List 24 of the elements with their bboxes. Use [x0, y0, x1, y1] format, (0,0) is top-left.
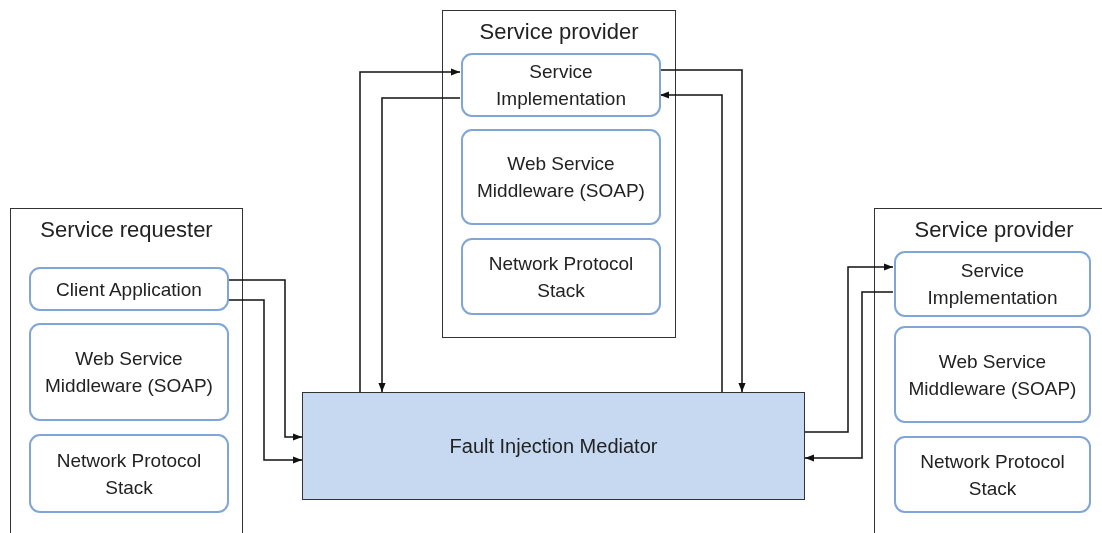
group-box: [10, 208, 243, 533]
group-box: [442, 10, 676, 338]
layer-box: Network Protocol Stack: [29, 434, 229, 513]
arrow: [227, 279, 303, 441]
layer-box: Client Application: [29, 267, 229, 311]
layer-box: Service Implementation: [461, 53, 661, 117]
layer-box: Network Protocol Stack: [461, 238, 661, 315]
arrow: [804, 263, 894, 433]
arrow: [659, 69, 746, 393]
layer-box: Web Service Middleware (SOAP): [894, 326, 1091, 423]
group-box: [874, 208, 1102, 533]
group-title: Service provider: [914, 217, 1074, 243]
layer-box: Web Service Middleware (SOAP): [461, 129, 661, 225]
mediator-box: Fault Injection Mediator: [302, 392, 805, 500]
group-title: Service requester: [40, 217, 213, 243]
arrow: [804, 291, 894, 462]
arrow: [227, 299, 303, 464]
group-title: Service provider: [479, 19, 639, 45]
layer-box: Web Service Middleware (SOAP): [29, 323, 229, 421]
arrow: [659, 91, 723, 393]
arrow: [359, 68, 461, 393]
layer-box: Network Protocol Stack: [894, 436, 1091, 513]
layer-box: Service Implementation: [894, 251, 1091, 317]
arrow: [378, 97, 461, 393]
